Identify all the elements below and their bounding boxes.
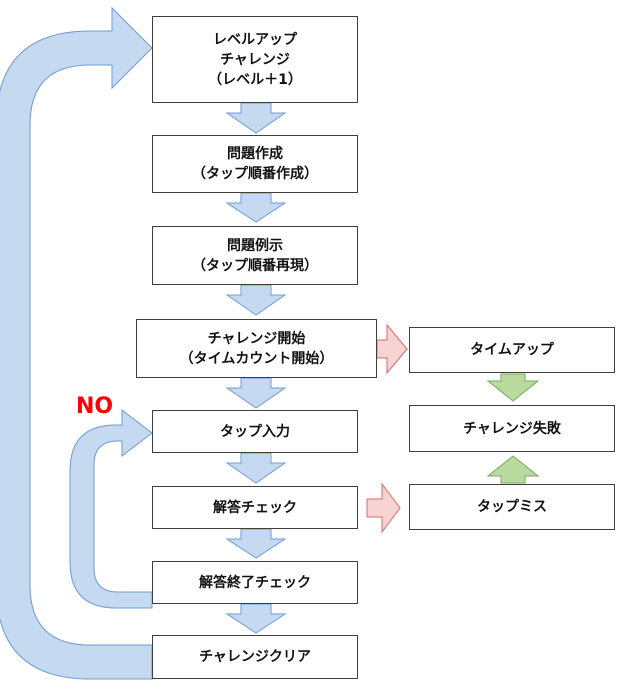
- node-text-line: タップミス: [477, 499, 547, 515]
- down-arrow-1: [225, 102, 287, 134]
- down-arrow-2: [225, 192, 287, 223]
- no-label: NO: [76, 394, 114, 419]
- node-answer-check: 解答チェック: [152, 486, 358, 529]
- node-show-problem: 問題例示 （タップ順番再現）: [152, 226, 358, 285]
- node-text-line: （タップ順番再現）: [192, 257, 318, 274]
- node-tap-input: タップ入力: [152, 410, 358, 453]
- loop-arrow-clear-to-levelup: [0, 6, 153, 680]
- node-text-line: （タップ順番作成）: [192, 166, 318, 182]
- loop-arrow-no-to-tapinput: [69, 408, 153, 609]
- node-level-up: レベルアップチャレンジ （レベル＋1）: [152, 16, 358, 103]
- node-text-line: （タイムカウント開始）: [179, 350, 334, 367]
- node-tap-miss: タップミス: [409, 484, 615, 530]
- node-text-line: 問題例示: [227, 237, 283, 254]
- green-down-arrow: [486, 373, 540, 402]
- down-arrow-5: [225, 452, 287, 484]
- node-challenge-start: チャレンジ開始 （タイムカウント開始）: [136, 319, 377, 378]
- node-text-line: チャレンジ開始: [207, 330, 306, 347]
- node-text-line: 解答終了チェック: [199, 574, 311, 591]
- down-arrow-6: [225, 528, 287, 559]
- green-up-arrow: [486, 455, 540, 484]
- node-text-line: 問題作成: [227, 146, 283, 162]
- node-text-line: タイムアップ: [470, 342, 554, 358]
- node-text-line: タップ入力: [220, 423, 290, 440]
- down-arrow-7: [225, 603, 287, 634]
- node-text-line: 解答チェック: [213, 499, 297, 516]
- node-create-problem: 問題作成 （タップ順番作成）: [152, 135, 358, 193]
- node-text-line: チャレンジクリア: [199, 649, 311, 665]
- node-text-line: チャレンジ: [220, 51, 290, 68]
- down-arrow-4: [225, 377, 287, 409]
- node-text-line: （レベル＋1）: [208, 71, 302, 88]
- node-answer-end-check: 解答終了チェック: [152, 561, 358, 604]
- node-text-line: レベルアップ: [213, 31, 297, 48]
- node-text-line: チャレンジ失敗: [463, 420, 561, 437]
- node-challenge-fail: チャレンジ失敗: [409, 405, 615, 452]
- right-arrow-tapmiss: [366, 482, 401, 534]
- node-time-up: タイムアップ: [409, 327, 615, 373]
- node-challenge-clear: チャレンジクリア: [152, 635, 358, 679]
- down-arrow-3: [225, 284, 287, 316]
- right-arrow-timeup: [376, 323, 408, 375]
